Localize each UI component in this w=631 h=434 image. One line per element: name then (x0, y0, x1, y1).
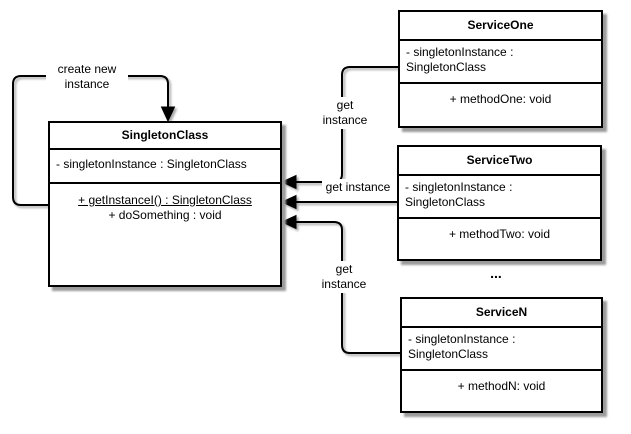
get-instance-label: get instance (312, 261, 376, 293)
arrowhead-left-icon (280, 174, 297, 190)
class-attribute: - singletonInstance : SingletonClass (56, 157, 247, 171)
arrowhead-left-icon (280, 214, 297, 230)
class-box-serviceone: ServiceOne - singletonInstance : Singlet… (398, 10, 603, 128)
class-static-method: + getInstanceI() : SingletonClass (78, 193, 252, 207)
class-attribute: - singletonInstance : SingletonClass (399, 174, 600, 217)
class-title: ServiceOne (467, 18, 534, 32)
self-association-connector (12, 75, 169, 206)
get-instance-label: get instance (313, 97, 377, 129)
class-box-servicen: ServiceN - singletonInstance : Singleton… (400, 297, 603, 413)
create-new-instance-label: create new instance (46, 61, 128, 93)
class-method: + methodN: void (402, 369, 601, 411)
arrowhead-left-icon (280, 194, 297, 210)
class-title: ServiceN (475, 305, 528, 319)
get-instance-label: get instance (322, 179, 394, 196)
more-services-ellipsis: ... (490, 265, 502, 281)
class-attribute: - singletonInstance : SingletonClass (402, 326, 601, 369)
class-box-singletonclass: SingletonClass - singletonInstance : Sin… (48, 121, 282, 287)
class-method: + doSomething : void (108, 208, 222, 222)
class-box-servicetwo: ServiceTwo - singletonInstance : Singlet… (397, 145, 602, 261)
arrowhead-down-icon (160, 106, 176, 123)
class-title: ServiceTwo (466, 153, 533, 167)
class-attribute: - singletonInstance : SingletonClass (400, 39, 601, 82)
class-title: SingletonClass (121, 128, 209, 142)
class-method: + methodTwo: void (399, 217, 600, 259)
class-method: + methodOne: void (400, 82, 601, 126)
